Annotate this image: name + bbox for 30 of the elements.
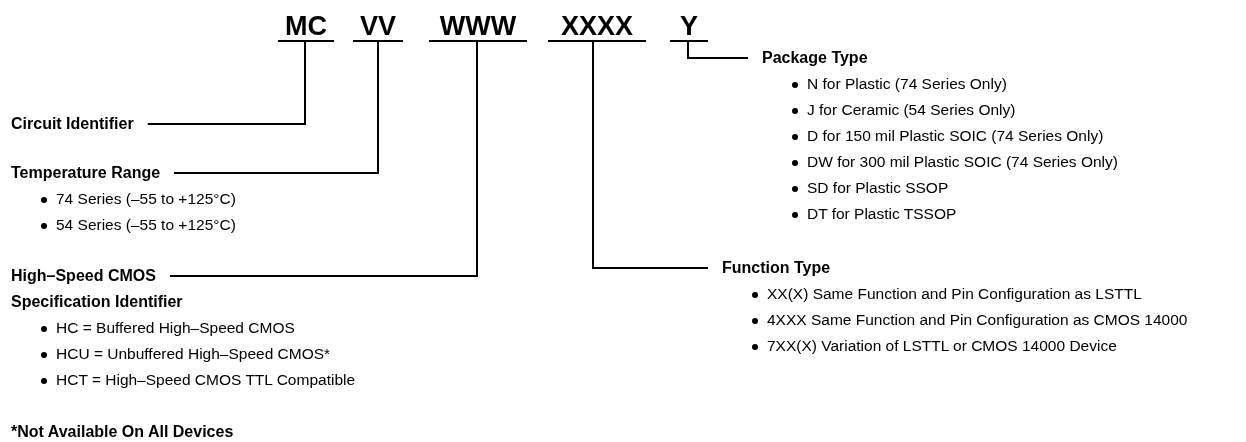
- option-text: J for Ceramic (54 Series Only): [807, 100, 1017, 120]
- option-text: XX(X) Same Function and Pin Configuration as LSTTL: [767, 284, 1143, 304]
- part-number-field: VV: [353, 12, 403, 42]
- option-text: 74 Series (–55 to +125°C): [56, 189, 237, 209]
- option-text: 7XX(X) Variation of LSTTL or CMOS 14000 Device: [767, 336, 1118, 356]
- option-text: SD for Plastic SSOP: [807, 178, 950, 198]
- field-heading: Package Type: [762, 48, 868, 68]
- field-heading: High–Speed CMOS Specification Identifier: [11, 266, 184, 312]
- leader-line: [592, 40, 709, 269]
- part-number-field: MC: [278, 12, 334, 42]
- part-number-field: XXXX: [548, 12, 646, 42]
- option-text: N for Plastic (74 Series Only): [807, 74, 1008, 94]
- part-number-field: Y: [670, 12, 708, 42]
- option-text: DT for Plastic TSSOP: [807, 204, 958, 224]
- field-heading: Temperature Range: [11, 163, 161, 183]
- field-heading: Circuit Identifier: [11, 114, 134, 134]
- field-heading: Function Type: [722, 258, 831, 278]
- leader-line: [146, 40, 306, 125]
- option-text: 4XXX Same Function and Pin Configuration as CMOS 14000: [767, 310, 1189, 330]
- option-text: DW for 300 mil Plastic SOIC (74 Series Only): [807, 152, 1119, 172]
- option-text: HCT = High–Speed CMOS TTL Compatible: [56, 370, 357, 390]
- option-text: HCU = Unbuffered High–Speed CMOS*: [56, 344, 332, 364]
- leader-line: [168, 40, 478, 277]
- footnote: *Not Available On All Devices: [11, 422, 234, 442]
- option-text: D for 150 mil Plastic SOIC (74 Series Only): [807, 126, 1105, 146]
- option-text: 54 Series (–55 to +125°C): [56, 215, 237, 235]
- leader-line: [173, 40, 379, 174]
- part-number-field: WWW: [429, 12, 527, 42]
- leader-line: [687, 40, 749, 59]
- option-text: HC = Buffered High–Speed CMOS: [56, 318, 296, 338]
